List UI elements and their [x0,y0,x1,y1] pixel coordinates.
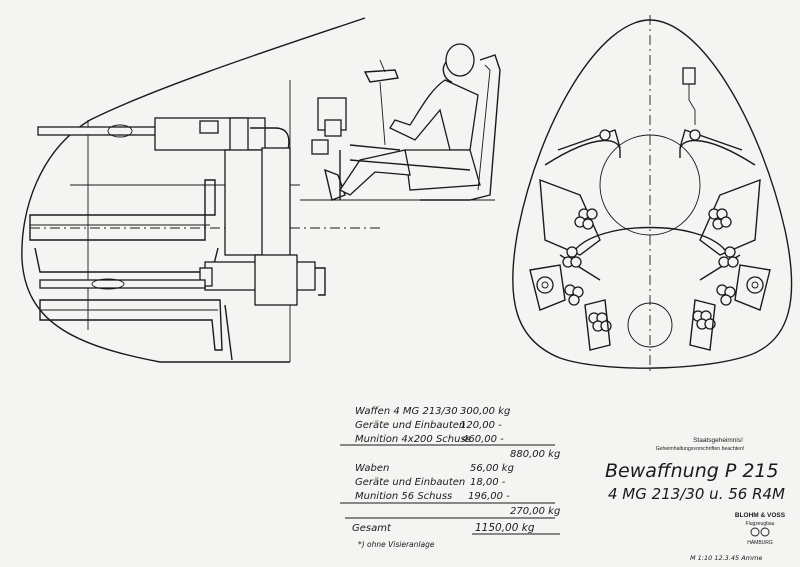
classification-line1: Staatsgeheimnis! [693,437,743,444]
gun-bore-right [751,281,759,289]
gunsight [363,69,399,83]
sight-cable [688,84,696,125]
rocket-clusters [562,208,739,332]
rocket-bay [539,178,601,256]
drawing-reference: M 1:10 12.3.45 Amme [690,554,762,562]
lower-rack-right [689,299,716,351]
weight-footnote: *) ohne Visieranlage [358,540,435,549]
title-block: Staatsgeheimnis! Geheimhaltungsvorschrif… [605,437,786,562]
feed-chute-lower [315,267,326,296]
rudder-pedal [324,168,346,201]
cross-section-outline [512,19,793,369]
weight-value-equipment-1: 120,00 - [460,420,502,431]
gun-mount-upper [557,129,743,151]
weight-label-weapons: Waffen 4 MG 213/30 [355,406,458,417]
weight-label-honeycomb: Waben [355,463,389,474]
mount-pivot-left [599,129,611,141]
lower-rack-left [584,299,611,351]
seat-back [477,64,491,191]
fuselage-outline [21,17,366,363]
weight-value-ammo-1: 460,00 - [462,434,504,445]
weight-label-ammo-2: Munition 56 Schuss [355,491,452,502]
gunsight-arm [379,81,386,146]
ammo-container-upper [29,179,216,241]
company-city: HAMBURG [747,540,773,546]
ammo-box-central [224,149,264,256]
instrument-small [311,139,329,155]
weight-value-weapons: 300,00 kg [460,406,510,417]
weight-value-ammo-2: 196,00 - [468,491,510,502]
lower-gun-barrel [39,279,206,289]
side-view [21,17,501,363]
pilot-figure [339,43,481,196]
weight-table: Waffen 4 MG 213/30 300,00 kg Geräte und … [340,406,560,549]
weight-value-equipment-2: 18,00 - [470,477,506,488]
ammo-container-lower [39,299,223,351]
company-name: BLOHM & VOSS [735,512,786,519]
ammo-tray [34,247,219,273]
lower-gun-breech [254,254,298,306]
weight-label-ammo-1: Munition 4x200 Schuss [355,434,471,445]
upper-gun-breech [199,120,219,134]
weight-subtotal-1: 880,00 kg [510,449,560,460]
gun-bore-left [541,281,549,289]
gunsight-post [379,59,386,73]
cockpit-circle [599,134,701,236]
sight-unit [682,67,696,85]
seat-rail [349,159,471,171]
company-logo-icon [750,527,770,537]
title-line2: 4 MG 213/30 u. 56 R4M [608,485,785,503]
ammo-box-side [261,147,291,259]
upper-gun-barrel [37,126,164,136]
company-dept: Flugzeugbau [746,521,775,527]
gun-mount-right [734,264,771,311]
weight-total-label: Gesamt [352,523,392,534]
lower-barrel-collar [91,278,125,290]
barrel-collar [107,124,133,138]
cross-section-view [512,15,793,375]
classification-line2: Geheimhaltungsvorschriften beachten! [656,446,745,452]
weight-label-equipment-2: Geräte und Einbauten [355,477,465,488]
gun-section-right [746,276,764,294]
instrument-box [324,119,342,137]
weight-value-honeycomb: 56,00 kg [470,463,514,474]
weight-label-equipment-1: Geräte und Einbauten [355,420,465,431]
rocket-rack-arms [544,139,756,166]
lower-circle [627,302,673,348]
title-line1: Bewaffnung P 215 [605,460,779,482]
weight-total-value: 1150,00 kg [475,522,535,534]
pilot-seat [420,54,501,201]
bay-arch [574,226,726,251]
rocket-bay-right [699,178,761,256]
support-strut [224,304,233,361]
weight-subtotal-2: 270,00 kg [510,506,560,517]
gun-section-left [536,276,554,294]
gun-mount-left [529,264,566,311]
mount-pivot-right [689,129,701,141]
